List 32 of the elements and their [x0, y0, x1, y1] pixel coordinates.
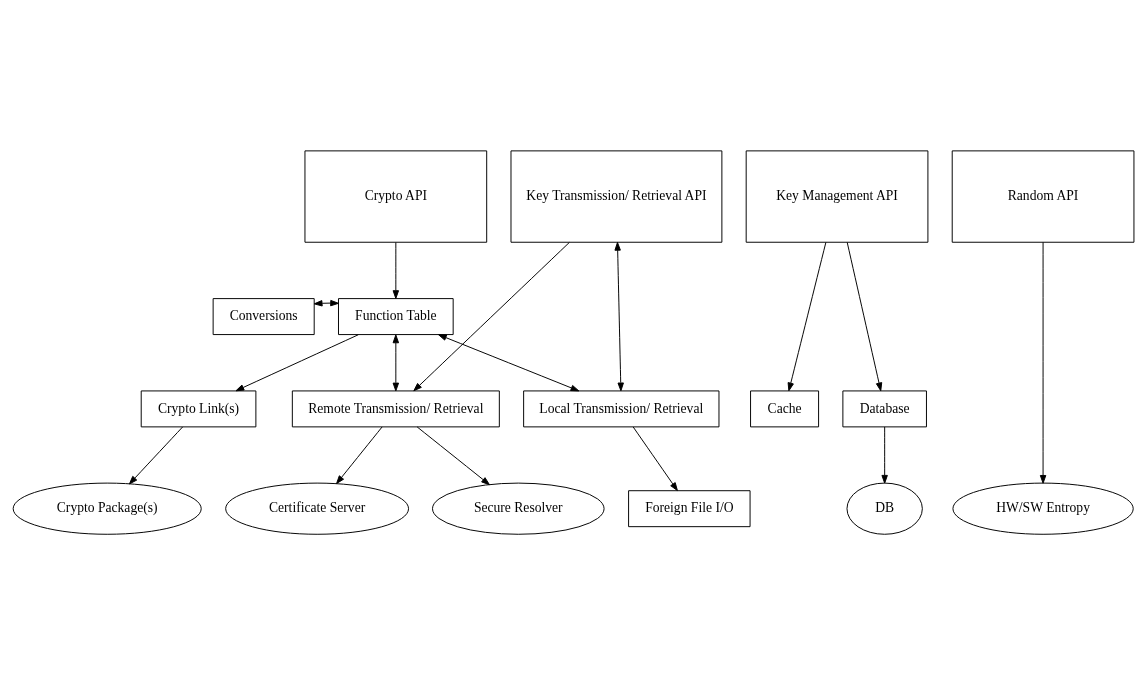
arrow — [614, 241, 624, 392]
node-ellipse: Certificate Server — [225, 482, 410, 535]
arrow — [1039, 241, 1047, 484]
arrow — [235, 334, 359, 392]
arrow — [438, 334, 580, 392]
node-ellipse: HW/SW Entropy — [952, 482, 1134, 535]
node-box: Key Management API — [745, 150, 929, 243]
arrow — [632, 426, 678, 492]
node-box: Key Transmission/ Retrieval API — [510, 150, 723, 243]
node-box: Remote Transmission/ Retrieval — [291, 390, 500, 428]
node-ellipse: Crypto Package(s) — [12, 482, 202, 535]
node-box: Cache — [750, 390, 820, 428]
node-box: Function Table — [338, 298, 454, 336]
arrow — [416, 426, 490, 486]
node-box: Local Transmission/ Retrieval — [523, 390, 720, 428]
node-box: Random API — [951, 150, 1135, 243]
node-ellipse: Secure Resolver — [432, 482, 605, 535]
node-ellipse: DB — [846, 482, 923, 535]
arrow — [392, 334, 400, 392]
node-box: Crypto API — [304, 150, 488, 243]
arrow — [392, 242, 400, 299]
arrow — [336, 426, 383, 485]
arrow — [413, 241, 570, 392]
arrow — [881, 426, 888, 484]
node-box: Foreign File I/O — [628, 490, 751, 528]
node-box: Conversions — [212, 298, 315, 336]
arrow — [313, 299, 339, 307]
arrow — [787, 241, 827, 392]
node-box: Database — [842, 390, 927, 428]
arrow — [846, 241, 883, 392]
arrow — [128, 426, 184, 485]
node-box: Crypto Link(s) — [140, 390, 257, 428]
